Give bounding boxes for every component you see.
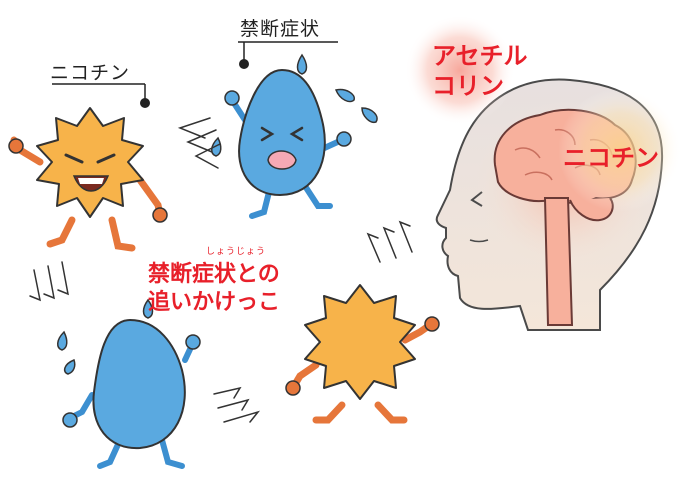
acetylcholine-label-line1: アセチル <box>432 42 528 70</box>
nicotine-label: ニコチン <box>50 62 131 84</box>
withdrawal-character-icon <box>57 298 201 469</box>
chase-label-line1: 禁断症状との <box>148 262 280 287</box>
acetylcholine-glow <box>405 15 515 125</box>
chase-ruby: しょうじょう <box>206 247 267 257</box>
leader-line-nicotine <box>52 83 150 108</box>
acetylcholine-label-line2: コリン <box>432 72 504 100</box>
leader-line-withdrawal <box>238 41 338 69</box>
nicotine-character-icon <box>8 107 168 252</box>
nicotine-character-icon <box>285 284 440 424</box>
withdrawal-character-icon <box>224 68 352 219</box>
sweat-drop-icon <box>211 53 378 157</box>
motion-lines-icon <box>29 117 413 423</box>
nicotine-glow <box>558 88 682 212</box>
brain-nicotine-label: ニコチン <box>563 144 659 172</box>
chase-label-line2: 追いかけっこ <box>148 290 281 315</box>
withdrawal-label: 禁断症状 <box>240 18 321 40</box>
